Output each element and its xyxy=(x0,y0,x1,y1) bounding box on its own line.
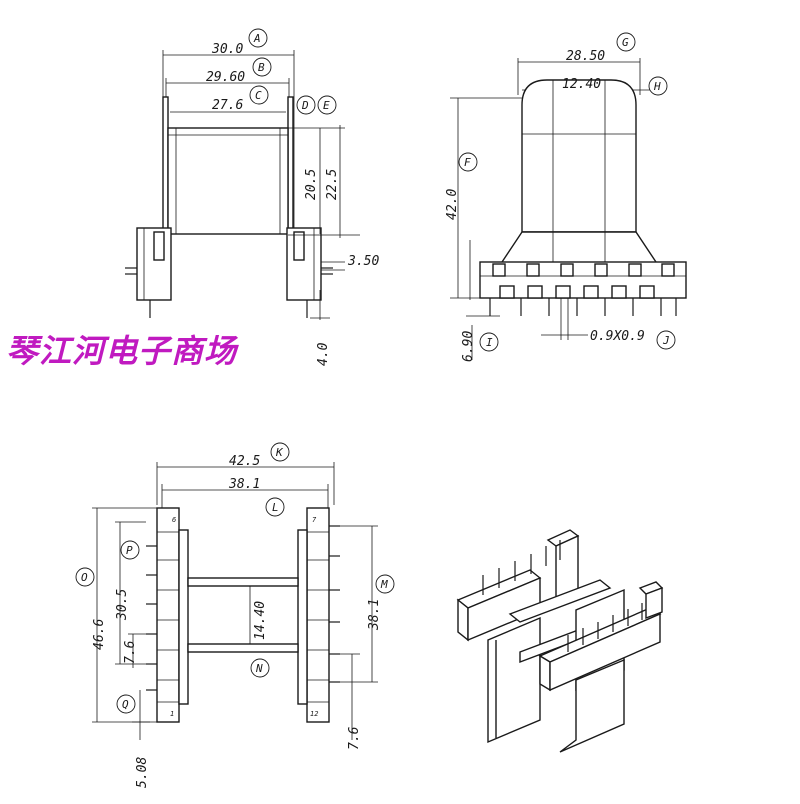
label-p: P xyxy=(126,544,133,557)
label-c: C xyxy=(255,89,262,102)
label-i: I xyxy=(486,336,493,349)
dim-30-5: 30.5 xyxy=(115,589,130,621)
pin-number-7: 7 xyxy=(312,516,317,524)
pin-number-12: 12 xyxy=(310,710,318,718)
dim-20-5: 20.5 xyxy=(304,169,319,200)
dim-3-50: 3.50 xyxy=(347,254,379,269)
dim-42-5: 42.5 xyxy=(229,454,260,469)
label-m: M xyxy=(380,578,388,591)
dim-22-5: 22.5 xyxy=(325,169,340,200)
dim-6-90: 6.90 xyxy=(461,331,476,362)
label-a: A xyxy=(253,32,261,45)
dim-38-1-vertical: 38.1 xyxy=(367,599,382,631)
dim-27-6: 27.6 xyxy=(212,98,243,113)
front-view: 28.50 12.40 42.0 6.90 0.9X0.9 G H F I J xyxy=(445,32,687,362)
label-b: B xyxy=(258,61,265,74)
dim-0-9x0-9: 0.9X0.9 xyxy=(590,329,645,344)
dim-42-0: 42.0 xyxy=(445,189,460,220)
label-h: H xyxy=(653,80,661,93)
shop-watermark: 琴江河电子商场 xyxy=(6,332,238,370)
dim-12-40: 12.40 xyxy=(562,77,601,92)
dim-30-0: 30.0 xyxy=(211,42,243,57)
label-k: K xyxy=(275,446,284,459)
dim-29-60: 29.60 xyxy=(206,70,245,85)
label-o: O xyxy=(81,571,88,584)
dim-4-0: 4.0 xyxy=(316,342,331,366)
dim-14-40: 14.40 xyxy=(253,601,268,640)
dim-7-6-right: 7.6 xyxy=(347,726,362,750)
dim-38-1: 38.1 xyxy=(228,477,260,492)
dim-5-08: 5.08 xyxy=(135,757,150,788)
side-view: 30.0 29.60 27.6 20.5 22.5 3.50 4.0 A B C… xyxy=(125,28,379,366)
label-f: F xyxy=(464,156,471,169)
dim-7-6-left: 7.6 xyxy=(123,640,138,664)
pin-number-1: 1 xyxy=(170,710,174,718)
label-d: D xyxy=(301,99,309,112)
label-q: Q xyxy=(122,698,129,711)
dim-28-50: 28.50 xyxy=(566,49,605,64)
dim-46-6: 46.6 xyxy=(92,619,107,650)
top-view: 42.5 38.1 46.6 30.5 14.40 38.1 7.6 7.6 5… xyxy=(75,442,395,788)
label-e: E xyxy=(323,99,330,112)
pin-number-6: 6 xyxy=(172,516,176,524)
label-j: J xyxy=(662,334,670,347)
label-l: L xyxy=(272,501,279,514)
label-g: G xyxy=(622,36,629,49)
isometric-view xyxy=(456,529,664,753)
label-n: N xyxy=(255,662,263,675)
